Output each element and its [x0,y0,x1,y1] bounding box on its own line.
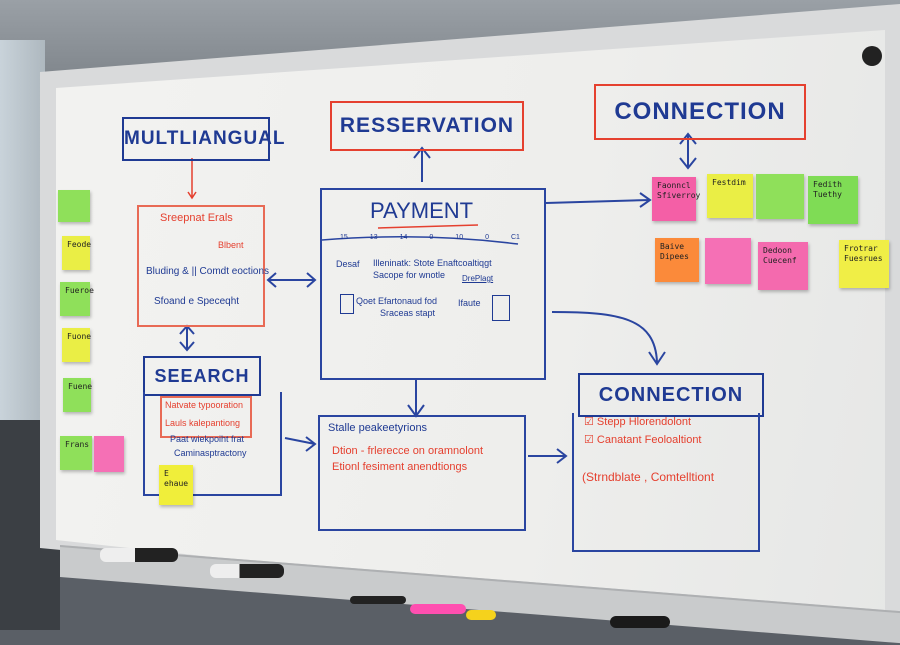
search-highlight-box [160,396,252,438]
connection-item: (Strndblate , Comtelltiont [582,470,715,484]
payment-box [320,188,546,380]
side-sticky-note: Fuene [63,378,92,412]
arrow-payment-middle [407,378,425,418]
payment-item: Ifaute [458,298,481,308]
multilingual-item: Blbent [218,240,244,250]
sticky-note: Dedoon Cuecenf [758,242,808,290]
payment-item: Qoet Efartonaud fod [356,296,438,306]
window [0,40,45,420]
side-sticky-note: Feode [62,236,91,270]
timeline-label: 14 [399,234,408,241]
multilingual-title: MULTLIANGUAL [122,117,285,161]
multilingual-box [137,205,265,327]
payment-item: DrePlagt [462,274,494,283]
highlighter-pen[interactable] [466,610,496,620]
search-item: Natvate typooration [165,400,244,410]
connection-item-label: Stepp Hlorendolont [596,416,692,428]
side-sticky-note [58,190,90,222]
payment-item: Sraceas stapt [380,308,436,318]
arrow-payment-connection [551,311,666,366]
multilingual-item: Bluding & || Comdt eoctions [146,266,270,277]
payment-underline [377,224,479,229]
magnet-icon [862,46,882,66]
connection-item: ☑ Stepp Hlorendolont [584,416,692,428]
timeline-label: 0 [429,234,434,241]
multilingual-item: Sreepnat Erals [160,212,233,224]
marker-pen[interactable] [100,548,178,562]
sticky-note: E ehaue [159,465,193,505]
middle-item: Etionl fesiment anendtiongs [332,461,468,473]
search-box [143,392,282,496]
sticky-note: Faonncl Sfiverroy [652,177,700,221]
search-item: Paat wiekpoiht frat [170,434,245,444]
payment-item: Desaf [336,259,360,269]
timeline-label: 0 [485,234,489,241]
side-sticky-note: Fueroe [60,282,94,316]
multilingual-item: Sfoand e Speceqht [154,296,240,307]
sticky-note [756,174,804,219]
arrow-middle-connection [528,448,568,464]
eraser[interactable] [610,616,670,628]
timeline-label: C1 [511,234,520,241]
arrow-to-reservation [413,146,431,182]
marker-pen[interactable] [210,564,284,578]
arrow-multilingual-search [179,324,195,352]
timeline-label: 15 [340,234,348,241]
arrow-multilingual-payment [266,272,317,288]
arrow-search-middle [284,436,317,452]
timeline-label: 13 [369,234,378,241]
arrow-multilingual-down [187,158,197,200]
timeline-label: 10 [455,234,464,241]
highlighter-pen[interactable] [410,604,466,614]
connection-item: ☑ Canatant Feoloaltiont [584,434,702,446]
connection-bottom-box [572,413,760,552]
sticky-note: Festdim [707,174,753,218]
arrow-payment-notes [545,192,652,208]
person-icon [340,294,354,314]
side-sticky-note: Frans [60,436,92,470]
sticky-note [705,238,751,284]
search-item: Lauls kalepantiong [165,418,241,428]
payment-title: PAYMENT [370,198,474,223]
reservation-title: RESSERVATION [330,101,524,151]
marker-pen[interactable] [350,596,406,604]
sticky-note: Baive Dipees [655,238,699,282]
middle-item: Dtion - frlerecce on oramnolont [332,445,484,457]
middle-box [318,415,526,531]
middle-item: Stalle peakeetyrions [328,422,428,434]
diagram-arrows [179,132,697,464]
search-title: SEEARCH [143,356,261,396]
sticky-note: Frotrar Fuesrues [839,240,889,288]
connection-item-label: Canatant Feoloaltiont [596,434,702,446]
id-card-icon [492,295,510,321]
payment-item: Sacope for wnotle [373,270,446,280]
sticky-note: Fedith Tuethy [808,176,858,224]
connection-top-title: CONNECTION [594,84,806,140]
search-item: Caminasptractony [174,448,247,458]
connection-bottom-title: CONNECTION [578,373,764,417]
payment-timeline-labels: 15 13 14 0 10 0 C1 [340,234,520,241]
payment-item: Illeninatk: Stote Enaftcoaltiqgt [373,258,492,268]
side-sticky-note: Fuone [62,328,91,362]
side-sticky-note [94,436,124,472]
payment-timeline [321,236,519,245]
